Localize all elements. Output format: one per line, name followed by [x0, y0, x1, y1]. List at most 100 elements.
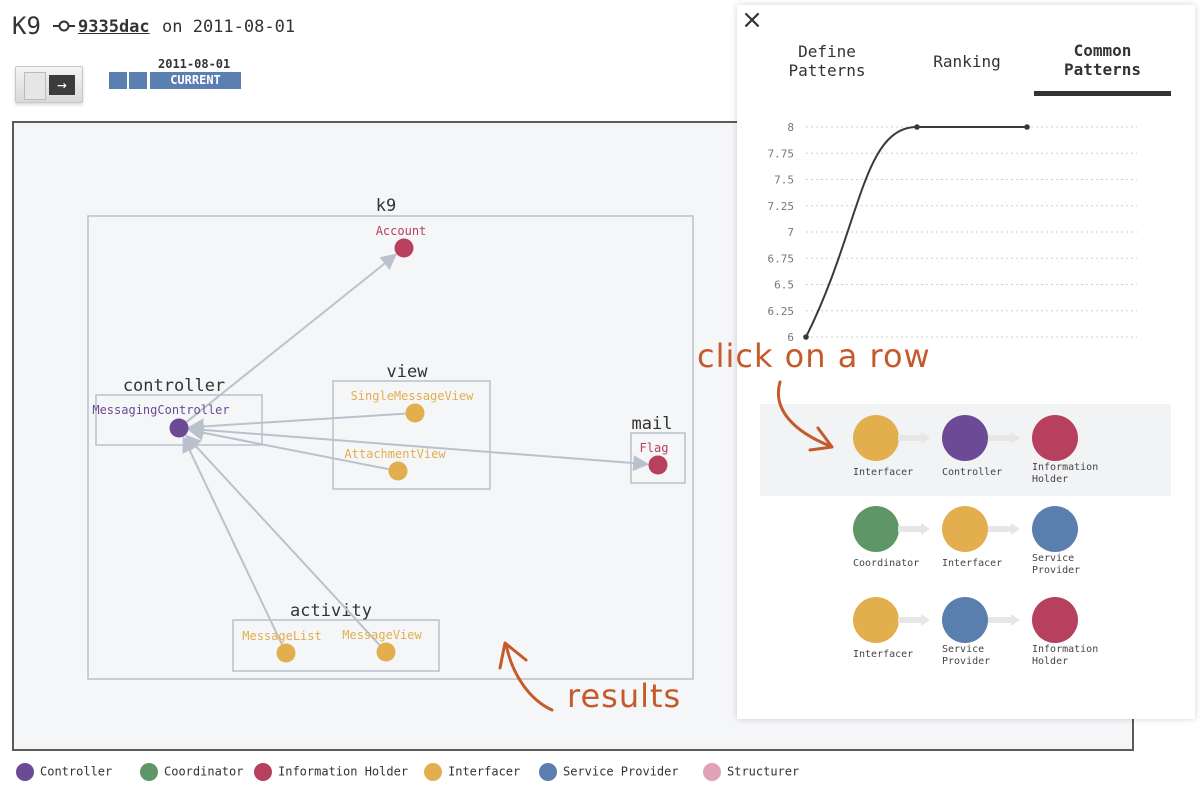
class-label: SingleMessageView [351, 389, 475, 403]
dependency-edge [187, 412, 406, 435]
pattern-node-label: Interfacer [942, 558, 1012, 570]
pattern-node-interfacer [853, 415, 899, 461]
legend-dot [539, 762, 557, 781]
arrow-right-icon: → [49, 75, 75, 95]
pattern-node-coordinator [853, 506, 899, 552]
chart-y-tick: 7.75 [768, 147, 795, 160]
pattern-arrow-icon [988, 614, 1020, 626]
annotation-click-hint: click on a row [697, 337, 931, 375]
pattern-node-label: Coordinator [853, 558, 923, 570]
legend-label: Service Provider [563, 764, 679, 779]
class-node-messageview[interactable] [376, 642, 396, 662]
chart-y-tick: 6 [787, 331, 794, 344]
pattern-node-information-holder [1032, 415, 1078, 461]
class-node-messagingcontroller[interactable] [169, 418, 189, 438]
legend-dot [140, 762, 158, 781]
pattern-node-label-line: Coordinator [853, 558, 920, 569]
pattern-node-label-line: Holder [1032, 656, 1069, 667]
class-label: Flag [640, 441, 669, 455]
package-box-mail [630, 432, 686, 484]
legend-label: Interfacer [448, 764, 521, 779]
chart-y-tick: 6.5 [774, 279, 794, 292]
pattern-node-label-line: Provider [942, 656, 991, 667]
tab-common-patterns[interactable]: Common Patterns [1063, 41, 1142, 79]
legend-item-interfacer: Interfacer [424, 762, 520, 781]
pattern-node-controller [942, 415, 988, 461]
dependency-edge [187, 424, 389, 471]
timeline-commit-block[interactable] [129, 72, 147, 89]
chart-y-tick: 8 [787, 121, 794, 134]
timeline-date: 2011-08-01 [158, 57, 231, 71]
package-box-k9 [87, 215, 694, 680]
class-label: MessageView [342, 628, 422, 642]
package-box-activity [232, 619, 440, 672]
class-node-singlemessageview[interactable] [405, 403, 425, 423]
class-node-flag[interactable] [648, 455, 668, 475]
package-box-controller [95, 394, 263, 446]
class-label: MessageList [242, 629, 321, 643]
pattern-arrow-icon [988, 432, 1020, 444]
timeline-commit-block[interactable] [109, 72, 127, 89]
pattern-arrow-icon [898, 614, 930, 626]
class-label: AttachmentView [344, 447, 446, 461]
chart-point [914, 124, 920, 130]
pattern-node-label-line: Interfacer [942, 558, 1003, 569]
chart-y-tick: 7 [787, 226, 794, 239]
chart-point [1024, 124, 1030, 130]
active-tab-indicator [1034, 91, 1171, 96]
annotation-results-hint: results [567, 677, 682, 715]
pattern-node-label-line: Interfacer [853, 467, 914, 478]
tab-ranking[interactable]: Ranking [933, 52, 1001, 71]
class-label: Account [376, 224, 427, 238]
pattern-node-label-line: Information [1032, 644, 1099, 655]
legend-dot [424, 762, 442, 781]
commit-hash-link[interactable]: 9335dac [78, 17, 150, 37]
dependency-edge [185, 434, 381, 646]
class-node-messagelist[interactable] [276, 643, 296, 663]
pattern-arrow-icon [988, 523, 1020, 535]
chart-y-tick: 6.75 [768, 252, 795, 265]
package-box-view [332, 380, 491, 490]
package-label: controller [123, 376, 225, 396]
navigate-button[interactable]: → [15, 66, 83, 103]
tab-define-patterns[interactable]: Define Patterns [788, 42, 866, 80]
legend-item-information-holder: Information Holder [254, 762, 408, 781]
close-icon[interactable]: × [741, 5, 763, 35]
legend-dot [16, 762, 34, 781]
pattern-arrow-icon [898, 523, 930, 535]
pattern-arrow-icon [898, 432, 930, 444]
document-icon [24, 72, 46, 100]
legend-label: Controller [40, 764, 113, 779]
legend-item-structurer: Structurer [703, 762, 799, 781]
package-label: k9 [376, 196, 396, 216]
class-node-account[interactable] [394, 238, 414, 258]
pattern-node-label-line: Controller [942, 467, 1003, 478]
pattern-node-label-line: Service [942, 644, 985, 655]
patterns-panel: × Define Patterns Ranking Common Pattern… [737, 5, 1195, 719]
pattern-node-label-line: Provider [1032, 565, 1081, 576]
package-label: activity [290, 601, 372, 621]
pattern-node-interfacer [942, 506, 988, 552]
class-node-attachmentview[interactable] [388, 461, 408, 481]
chart-point [803, 334, 809, 340]
pattern-node-service-provider [1032, 506, 1078, 552]
legend-item-controller: Controller [16, 762, 112, 781]
dependency-edge [182, 436, 283, 645]
pattern-node-label: Interfacer [853, 649, 923, 661]
timeline-current-block[interactable]: CURRENT [150, 72, 241, 89]
chart-series-line [805, 126, 1027, 338]
dependency-edge [185, 253, 398, 423]
package-label: view [387, 362, 429, 382]
legend-label: Structurer [727, 764, 800, 779]
pattern-node-label: Interfacer [853, 467, 923, 479]
chart-y-tick: 6.25 [768, 305, 795, 318]
commit-date: on 2011-08-01 [162, 17, 296, 37]
pattern-node-information-holder [1032, 597, 1078, 643]
